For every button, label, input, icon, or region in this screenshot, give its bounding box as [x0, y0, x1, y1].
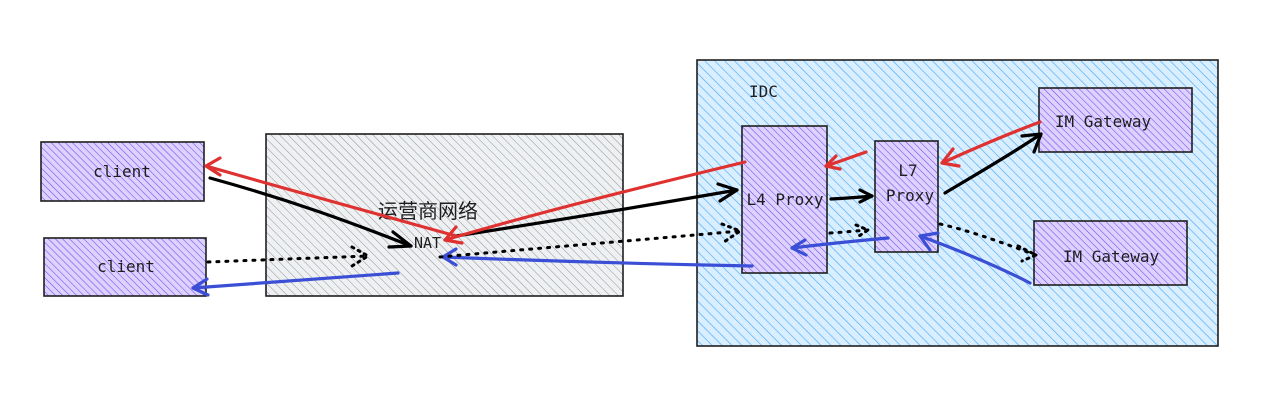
- l7-proxy-node: L7 Proxy: [874, 140, 939, 253]
- client-node-bottom: client: [43, 237, 207, 297]
- arrow-l4-to-nat-blue: [441, 255, 754, 268]
- dotted-client-to-nat: [206, 254, 370, 264]
- arrow-nat-to-client-bottom: [191, 271, 400, 290]
- dotted-arrowhead-l4-to-l7: [854, 223, 870, 240]
- arrowhead-nat-to-client-bottom: [191, 277, 210, 297]
- idc-label: IDC: [749, 82, 778, 101]
- arrow-gateway-top-to-l7: [940, 120, 1042, 165]
- arrowhead-l7-to-l4-blue: [790, 238, 808, 257]
- im-gateway-node-bottom: IM Gateway: [1033, 220, 1188, 286]
- arrowhead-l4-to-l7: [858, 188, 874, 204]
- l4-proxy-node: L4 Proxy: [741, 125, 828, 274]
- arrow-l7-to-gateway-top: [943, 132, 1043, 195]
- arrowhead-l7-to-gateway-top: [1020, 132, 1043, 154]
- arrow-l4-to-nat: [443, 160, 747, 242]
- arrowhead-gateway-bottom-to-l7: [918, 231, 940, 252]
- l7-proxy-label-line1: L7: [898, 161, 917, 180]
- arrow-client-to-nat: [208, 176, 413, 248]
- l4-proxy-label: L4 Proxy: [746, 190, 823, 209]
- arrowhead-l7-to-l4: [824, 154, 842, 171]
- arrow-l7-to-l4-blue: [790, 236, 890, 250]
- arrow-nat-to-client-top: [204, 164, 458, 238]
- im-gateway-top-label: IM Gateway: [1055, 112, 1152, 131]
- arrow-gateway-bottom-to-l7: [918, 234, 1032, 285]
- im-gateway-node-top: IM Gateway: [1038, 87, 1193, 153]
- dotted-request-path: [206, 222, 1038, 268]
- arrowhead-l4-to-nat: [443, 225, 464, 245]
- dotted-arrowhead-client-to-nat: [350, 245, 370, 268]
- arrowhead-client-to-nat: [387, 230, 413, 249]
- arrow-nat-to-l4: [454, 188, 739, 238]
- black-request-path: [208, 132, 1043, 249]
- dotted-nat-to-l4: [438, 229, 742, 259]
- im-gateway-bottom-label: IM Gateway: [1063, 247, 1160, 266]
- blue-response-path: [191, 231, 1032, 297]
- arrowhead-gateway-top-to-l7: [940, 147, 961, 168]
- dotted-arrowhead-nat-to-l4: [720, 222, 742, 244]
- dotted-arrowhead-l7-to-gateway-bottom: [1016, 244, 1038, 263]
- client-top-label: client: [93, 162, 151, 181]
- arrowhead-nat-to-l4: [716, 182, 739, 203]
- l7-proxy-label-line2: Proxy: [886, 186, 935, 205]
- red-response-path: [204, 120, 1042, 245]
- client-node-top: client: [40, 141, 205, 202]
- client-bottom-label: client: [97, 257, 155, 276]
- nat-label: NAT: [414, 234, 441, 252]
- arrowhead-nat-to-client-top: [204, 156, 222, 177]
- carrier-network-region: 运营商网络: [265, 133, 624, 297]
